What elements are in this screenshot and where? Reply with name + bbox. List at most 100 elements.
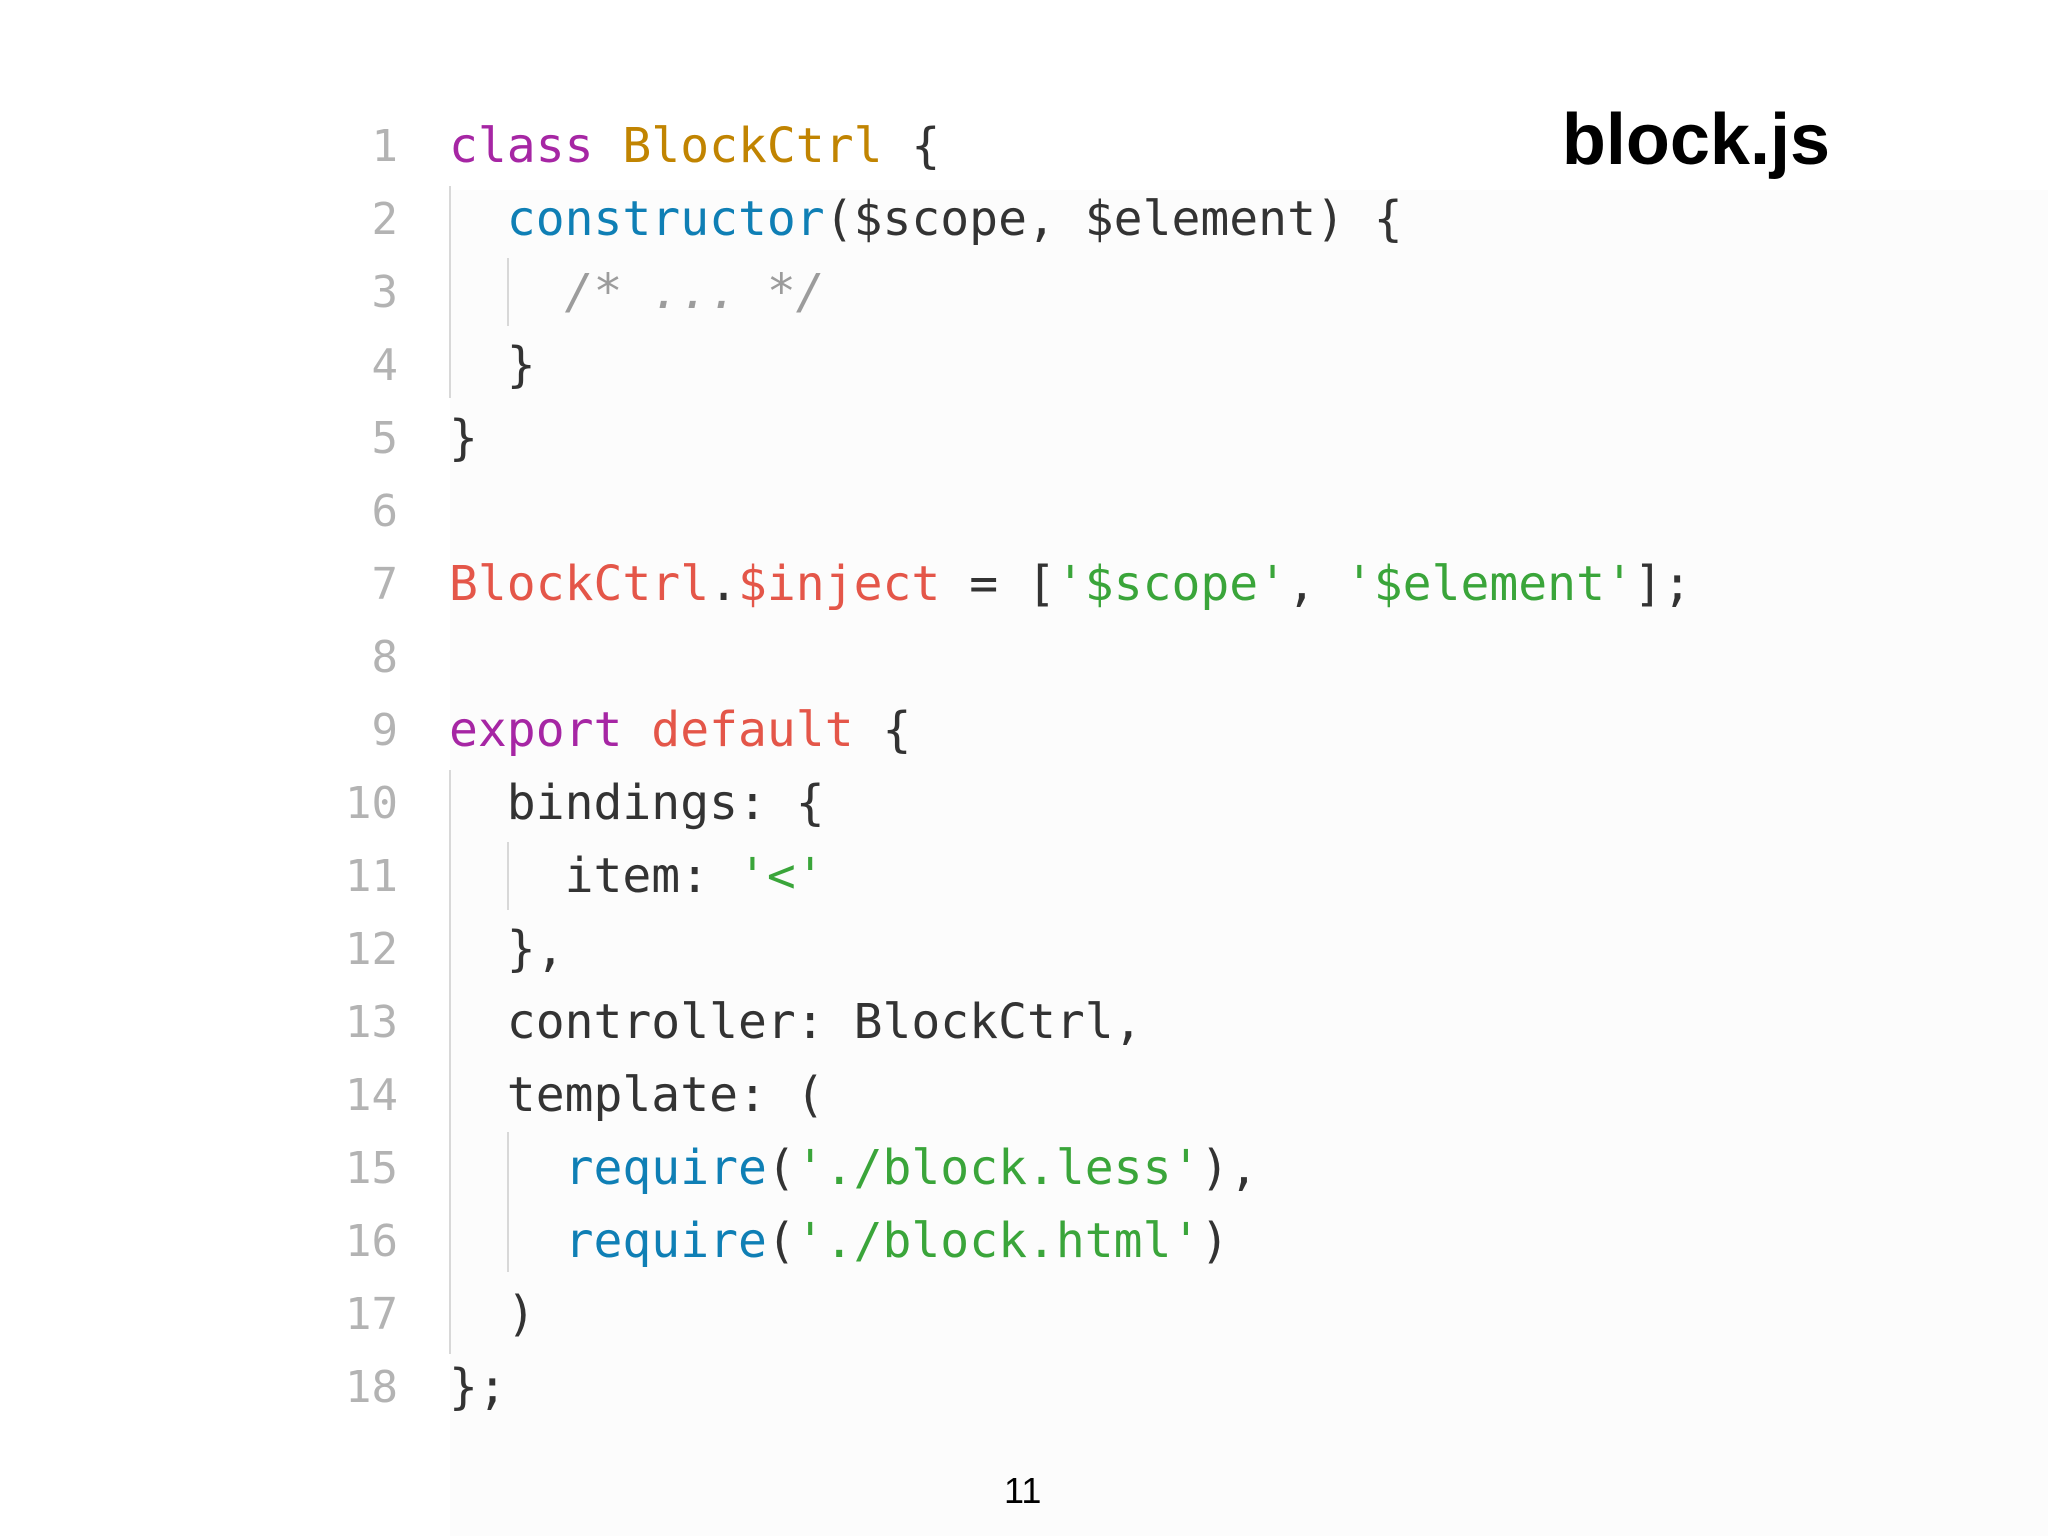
- code-text: item: '<': [449, 840, 825, 913]
- indent-guide: [507, 258, 509, 326]
- code-token: $inject: [738, 556, 941, 612]
- code-token: './block.less': [795, 1140, 1201, 1196]
- code-token: /* ... */: [564, 264, 825, 320]
- line-number: 3: [371, 267, 399, 318]
- code-text: constructor($scope, $element) {: [449, 183, 1403, 256]
- code-token: (: [766, 1213, 796, 1269]
- code-line: 15 require('./block.less'),: [0, 1132, 2048, 1205]
- code-line: 14 template: (: [0, 1059, 2048, 1132]
- code-token: {: [882, 118, 941, 174]
- code-token: '<': [737, 848, 825, 904]
- indent-guide: [507, 842, 509, 910]
- code-token: export: [449, 702, 623, 758]
- code-token: };: [449, 1359, 507, 1415]
- code-text: template: (: [449, 1059, 825, 1132]
- file-title: block.js: [1561, 100, 1830, 180]
- code-line: 18};: [0, 1351, 2048, 1424]
- code-line: 4 }: [0, 329, 2048, 402]
- code-text: class BlockCtrl {: [449, 110, 940, 183]
- code-text: /* ... */: [449, 256, 825, 329]
- code-token: require: [564, 1213, 767, 1269]
- line-number: 1: [371, 121, 399, 172]
- code-text: bindings: {: [449, 767, 825, 840]
- code-line: 7 BlockCtrl.$inject = ['$scope', '$elemen…: [0, 548, 2048, 621]
- code-token: [594, 118, 623, 174]
- code-line: 9 export default {: [0, 694, 2048, 767]
- code-line: 1 class BlockCtrl {: [0, 110, 2048, 183]
- line-number: 8: [371, 632, 399, 683]
- code-token: ($scope, $element) {: [824, 191, 1403, 247]
- code-token: ,: [1287, 556, 1345, 612]
- code-line: 8: [0, 621, 2048, 694]
- line-number: 13: [345, 997, 398, 1048]
- code-token: constructor: [506, 191, 825, 247]
- line-number: 9: [371, 705, 399, 756]
- code-token: = [: [940, 556, 1056, 612]
- code-text: };: [449, 1351, 507, 1424]
- code-token: ),: [1200, 1140, 1259, 1196]
- code-token: (: [766, 1140, 796, 1196]
- code-token: default: [651, 702, 854, 758]
- code-token: }: [449, 337, 536, 393]
- line-number: 5: [371, 413, 399, 464]
- indent-guide: [449, 770, 451, 1354]
- indent-guide: [449, 186, 451, 398]
- code-token: item:: [449, 848, 738, 904]
- code-token: [449, 1213, 565, 1269]
- code-token: ): [449, 1286, 536, 1342]
- code-token: [622, 702, 651, 758]
- code-token: },: [449, 921, 565, 977]
- code-panel-background: [450, 190, 2048, 1536]
- line-number: 12: [345, 924, 398, 975]
- line-number: 2: [371, 194, 399, 245]
- code-text: },: [449, 913, 565, 986]
- code-token: controller: BlockCtrl,: [449, 994, 1143, 1050]
- code-line: 12 },: [0, 913, 2048, 986]
- indent-guide: [507, 1132, 509, 1272]
- code-line: 16 require('./block.html'): [0, 1205, 2048, 1278]
- code-line: 11 item: '<': [0, 840, 2048, 913]
- code-text: require('./block.html'): [449, 1205, 1230, 1278]
- code-token: [449, 1140, 565, 1196]
- code-token: [449, 264, 565, 320]
- code-text: require('./block.less'),: [449, 1132, 1259, 1205]
- code-token: template: (: [449, 1067, 825, 1123]
- code-token: }: [449, 410, 478, 466]
- code-token: ];: [1633, 556, 1692, 612]
- code-text: export default {: [449, 694, 911, 767]
- line-number: 10: [345, 778, 398, 829]
- code-line: 10 bindings: {: [0, 767, 2048, 840]
- code-token: class: [449, 118, 594, 174]
- code-text: }: [449, 329, 536, 402]
- code-line: 6: [0, 475, 2048, 548]
- line-number: 17: [345, 1289, 398, 1340]
- code-line: 3 /* ... */: [0, 256, 2048, 329]
- code-token: BlockCtrl: [622, 118, 883, 174]
- code-text: ): [449, 1278, 536, 1351]
- line-number: 4: [371, 340, 399, 391]
- line-number: 11: [345, 851, 398, 902]
- code-token: [449, 191, 507, 247]
- line-number: 16: [345, 1216, 398, 1267]
- code-line: 13 controller: BlockCtrl,: [0, 986, 2048, 1059]
- line-number: 18: [345, 1362, 398, 1413]
- code-token: {: [853, 702, 912, 758]
- code-token: ): [1200, 1213, 1230, 1269]
- code-line: 17 ): [0, 1278, 2048, 1351]
- line-number: 6: [371, 486, 399, 537]
- line-number: 14: [345, 1070, 398, 1121]
- line-number: 15: [345, 1143, 398, 1194]
- code-text: BlockCtrl.$inject = ['$scope', '$element…: [449, 548, 1692, 621]
- page-number: 11: [1004, 1470, 1042, 1511]
- code-token: '$element': [1344, 556, 1634, 612]
- code-token: require: [564, 1140, 767, 1196]
- code-text: }: [449, 402, 478, 475]
- code-token: BlockCtrl: [449, 556, 710, 612]
- code-line: 2 constructor($scope, $element) {: [0, 183, 2048, 256]
- code-line: 5}: [0, 402, 2048, 475]
- code-token: .: [709, 556, 738, 612]
- line-number: 7: [371, 559, 399, 610]
- code-text: controller: BlockCtrl,: [449, 986, 1143, 1059]
- code-token: '$scope': [1055, 556, 1288, 612]
